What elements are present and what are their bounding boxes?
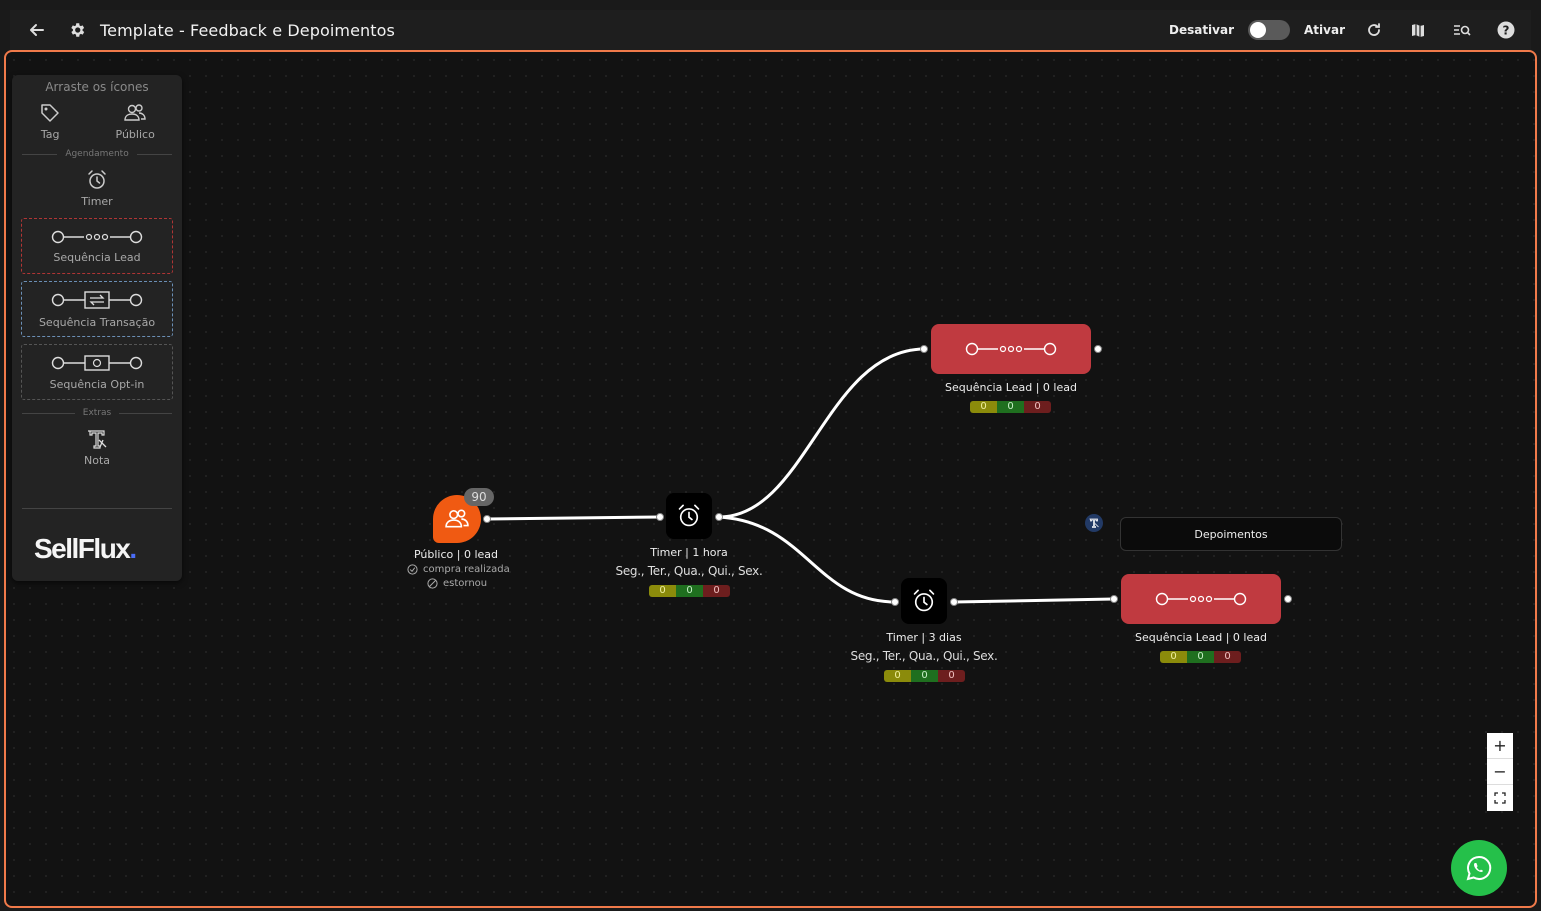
condition-estornou: estornou — [427, 578, 487, 589]
users-icon — [124, 104, 146, 121]
palette-item-publico[interactable]: Público — [116, 102, 155, 141]
sequence-transaction-icon — [51, 290, 143, 309]
edge-timer2-seq2 — [953, 597, 1115, 604]
logo-divider — [22, 508, 172, 509]
sellflux-logo: SellFlux. — [34, 533, 137, 564]
palette-item-label: Público — [115, 128, 155, 141]
icon-palette: Arraste os ícones Tag Público Agendament… — [12, 75, 182, 581]
edge-publico-timer1 — [486, 515, 661, 521]
seq1-output-handle[interactable] — [1094, 345, 1102, 353]
deactivate-label: Desativar — [1168, 23, 1235, 37]
palette-item-label: Sequência Lead — [53, 250, 141, 264]
note-icon[interactable] — [1085, 514, 1103, 532]
timer1-days: Seg., Ter., Qua., Qui., Sex. — [615, 564, 763, 578]
publico-label: Público | 0 lead — [413, 548, 499, 561]
gear-icon[interactable] — [66, 19, 88, 41]
top-bar: Template - Feedback e Depoimentos Desati… — [10, 10, 1531, 50]
alarm-clock-icon — [88, 170, 106, 189]
zoom-in-button[interactable]: + — [1487, 733, 1513, 759]
timer1-output-handle[interactable] — [715, 513, 723, 521]
back-arrow-icon[interactable] — [26, 19, 48, 41]
flow-canvas[interactable]: Arraste os ícones Tag Público Agendament… — [4, 50, 1537, 908]
tag-icon — [41, 104, 59, 122]
timer2-days: Seg., Ter., Qua., Qui., Sex. — [850, 649, 998, 663]
palette-item-sequencia-transacao[interactable]: Sequência Transação — [21, 281, 173, 337]
sequence-lead-icon — [51, 230, 143, 243]
sequence-optin-icon — [51, 354, 143, 371]
timer2-output-handle[interactable] — [950, 598, 958, 606]
check-circle-icon — [407, 564, 418, 575]
search-list-icon[interactable] — [1451, 19, 1473, 41]
timer2-label: Timer | 3 dias — [886, 631, 962, 644]
note-depoimentos[interactable]: Depoimentos — [1120, 517, 1342, 551]
activate-label: Ativar — [1304, 23, 1345, 37]
flow-edges — [486, 347, 1115, 604]
timer2-input-handle[interactable] — [891, 598, 899, 606]
active-toggle[interactable] — [1248, 20, 1291, 40]
toggle-knob — [1250, 22, 1267, 38]
page-title: Template - Feedback e Depoimentos — [100, 20, 395, 40]
seq1-node[interactable] — [931, 324, 1091, 374]
fit-view-button[interactable] — [1487, 785, 1513, 811]
section-divider-extras: Extras — [22, 408, 172, 418]
sequence-lead-icon — [1155, 592, 1247, 606]
seq2-label: Sequência Lead | 0 lead — [1135, 631, 1267, 644]
seq2-input-handle[interactable] — [1110, 595, 1118, 603]
fit-view-icon — [1494, 792, 1506, 804]
palette-item-label: Tag — [40, 128, 60, 141]
publico-output-handle[interactable] — [483, 515, 491, 523]
alarm-clock-icon — [678, 504, 700, 527]
palette-item-label: Sequência Opt-in — [49, 377, 145, 391]
palette-item-timer[interactable]: Timer — [81, 169, 113, 208]
lead-count-badge: 90 — [464, 488, 494, 506]
palette-item-tag[interactable]: Tag — [39, 102, 61, 141]
zoom-controls: + − — [1487, 733, 1513, 811]
seq1-label: Sequência Lead | 0 lead — [945, 381, 1077, 394]
palette-item-label: Nota — [83, 454, 110, 467]
palette-item-sequencia-lead[interactable]: Sequência Lead — [21, 218, 173, 274]
palette-heading: Arraste os ícones — [45, 80, 149, 94]
users-icon — [445, 509, 469, 528]
whatsapp-icon — [1466, 855, 1492, 881]
palette-item-label: Sequência Transação — [38, 315, 156, 329]
help-icon[interactable]: ? — [1495, 19, 1517, 41]
palette-item-sequencia-optin[interactable]: Sequência Opt-in — [21, 344, 173, 400]
zoom-out-button[interactable]: − — [1487, 759, 1513, 785]
seq2-node[interactable] — [1121, 574, 1281, 624]
text-note-icon — [87, 430, 107, 449]
section-divider-scheduling: Agendamento — [22, 149, 172, 159]
timer1-node[interactable] — [666, 493, 712, 539]
whatsapp-button[interactable] — [1451, 840, 1507, 896]
blocked-circle-icon — [427, 578, 438, 589]
seq2-output-handle[interactable] — [1284, 595, 1292, 603]
condition-compra: compra realizada — [407, 564, 510, 575]
sequence-lead-icon — [965, 342, 1057, 356]
refresh-icon[interactable] — [1363, 19, 1385, 41]
edge-timer1-seq1 — [718, 347, 925, 519]
seq1-input-handle[interactable] — [920, 345, 928, 353]
svg-text:?: ? — [1503, 24, 1510, 38]
timer2-node[interactable] — [901, 578, 947, 624]
edge-timer1-timer2 — [718, 515, 896, 604]
palette-item-nota[interactable]: Nota — [84, 428, 110, 467]
timer1-input-handle[interactable] — [656, 513, 664, 521]
timer1-label: Timer | 1 hora — [650, 546, 728, 559]
alarm-clock-icon — [913, 589, 935, 612]
map-icon[interactable] — [1407, 19, 1429, 41]
palette-item-label: Timer — [81, 195, 113, 208]
